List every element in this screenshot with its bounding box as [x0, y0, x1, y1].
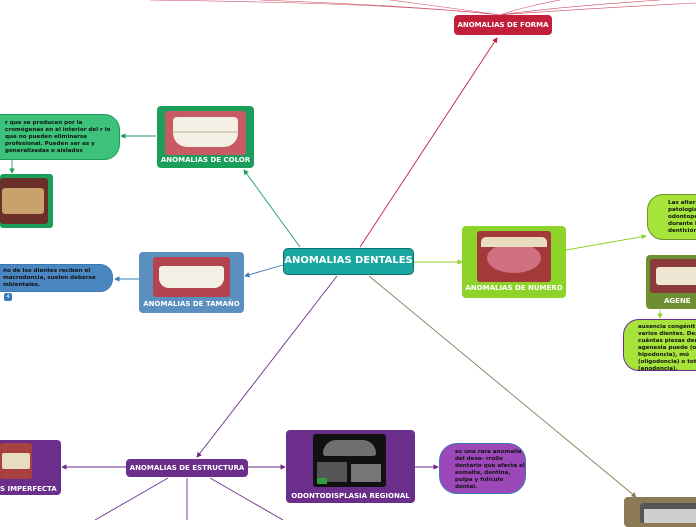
color-teeth-photo: [0, 174, 53, 228]
color-smile-photo: [165, 111, 246, 155]
numero-mouth-photo: [477, 231, 551, 282]
odonto-node[interactable]: ODONTODISPLASIA REGIONAL: [286, 430, 415, 503]
estructura-label: ANOMALIAS DE ESTRUCTURA: [129, 464, 245, 472]
brown-xray-photo: [640, 503, 696, 523]
tamano-badge-count: 4: [6, 294, 10, 300]
numero-note-text: Las altera patologia odontope defecto. d…: [668, 200, 696, 234]
odonto-xray-photo: [313, 434, 386, 487]
tamano-note: ño de los dientes reciben el macrodoncia…: [0, 264, 113, 292]
odonto-label: ODONTODISPLASIA REGIONAL: [291, 492, 410, 500]
tamano-teeth-photo: [153, 257, 230, 297]
numero-label: ANOMALIAS DE NUMERO: [465, 284, 563, 292]
imperfecta-teeth-photo: [0, 443, 32, 479]
color-label: ANOMALIAS DE COLOR: [160, 156, 251, 164]
estructura-node[interactable]: ANOMALIAS DE ESTRUCTURA: [126, 459, 248, 477]
tamano-note-text: ño de los dientes reciben el macrodoncia…: [3, 268, 96, 288]
agenesia-note: ausencia congénit varios dientes. Dep cu…: [623, 319, 696, 372]
forma-node[interactable]: ANOMALIAS DE FORMA: [454, 15, 552, 35]
agenesia-teeth-photo: [650, 259, 696, 293]
imperfecta-label: S IMPERFECTA: [0, 485, 57, 493]
agenesia-label: AGENE: [664, 297, 691, 305]
odonto-note: es una rara anomalía del desa- rrollo de…: [439, 443, 526, 494]
tamano-node[interactable]: ANOMALIAS DE TAMAÑO: [139, 252, 244, 313]
color-note: r que se producen por la cromógenas en e…: [0, 114, 120, 160]
brown-node[interactable]: [624, 497, 696, 527]
odonto-note-text: es una rara anomalía del desa- rrollo de…: [455, 449, 525, 490]
central-label: ANOMALIAS DENTALES: [284, 255, 413, 266]
imperfecta-node[interactable]: S IMPERFECTA: [0, 440, 61, 495]
tamano-label: ANOMALIAS DE TAMAÑO: [143, 300, 240, 308]
numero-note: Las altera patologia odontope defecto. d…: [647, 194, 696, 240]
tamano-badge[interactable]: 4: [4, 293, 12, 301]
forma-label: ANOMALIAS DE FORMA: [457, 21, 549, 29]
central-node[interactable]: ANOMALIAS DENTALES: [283, 248, 414, 275]
color-note-text: r que se producen por la cromógenas en e…: [5, 120, 111, 154]
agenesia-note-text: ausencia congénit varios dientes. Dep cu…: [638, 324, 696, 372]
agenesia-node[interactable]: AGENE: [646, 255, 696, 309]
numero-node[interactable]: ANOMALIAS DE NUMERO: [462, 226, 566, 298]
color-node[interactable]: ANOMALIAS DE COLOR: [157, 106, 254, 168]
